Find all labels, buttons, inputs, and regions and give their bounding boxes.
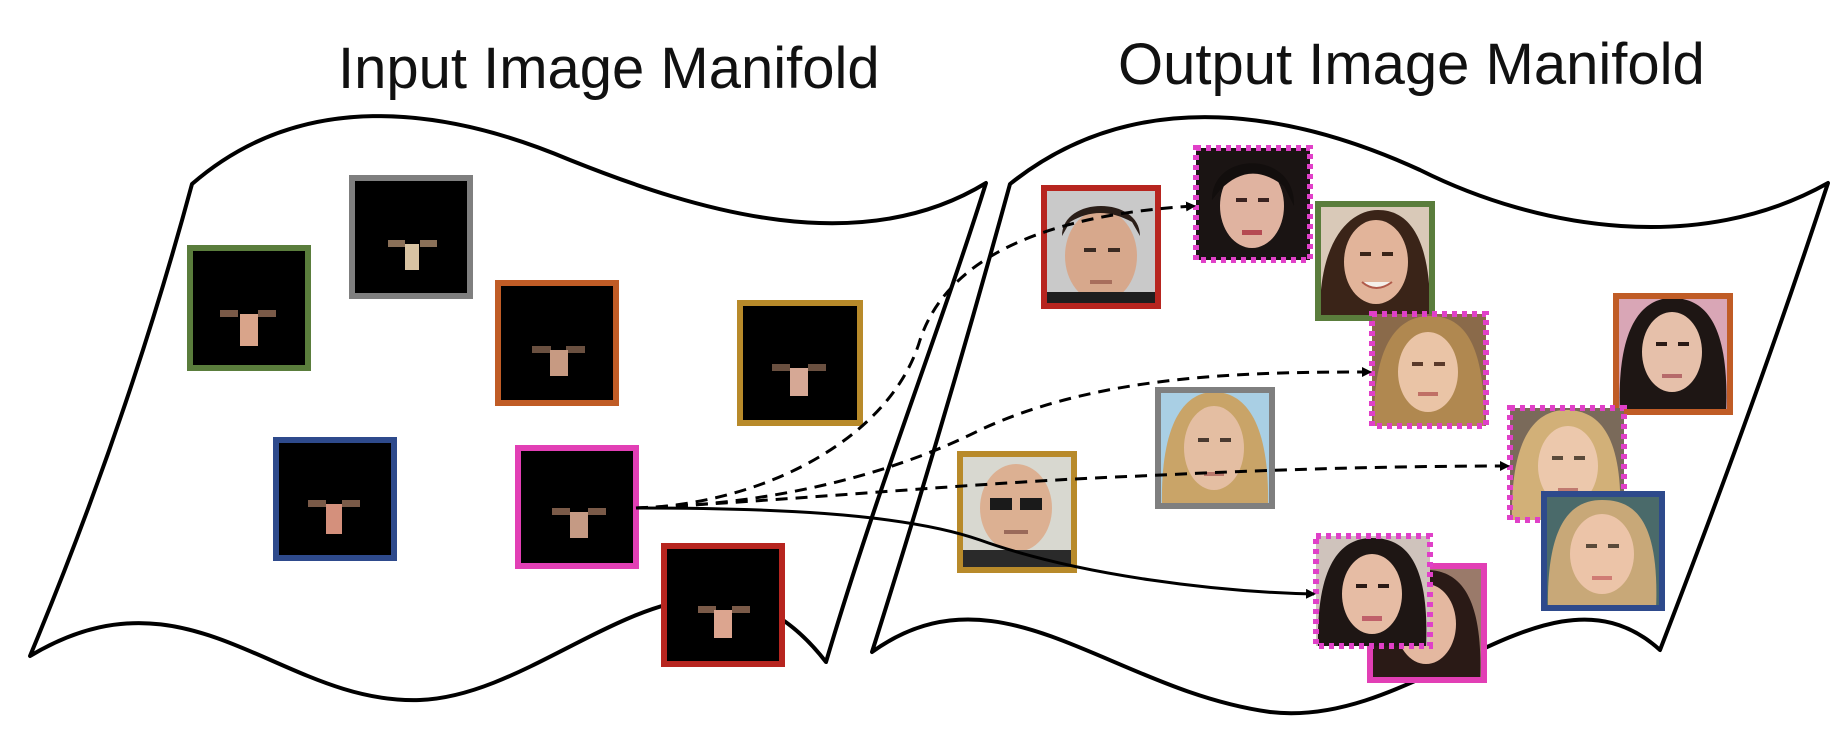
output-face-red	[1041, 185, 1161, 309]
input-patch-gold	[737, 300, 863, 426]
input-patch-green	[187, 245, 311, 371]
input-patch-blue	[273, 437, 397, 561]
input-patch-gray	[349, 175, 473, 299]
input-patch-pink	[515, 445, 639, 569]
output-face-gold	[957, 451, 1077, 573]
output-face-generated-4	[1313, 533, 1433, 649]
output-face-generated-1	[1193, 145, 1313, 263]
input-manifold-sheet	[28, 114, 988, 703]
output-face-gray	[1155, 387, 1275, 509]
solid-arrow-to-generated-4	[635, 506, 1316, 599]
output-face-blue	[1541, 491, 1665, 611]
input-patch-orange	[495, 280, 619, 406]
output-face-generated-2	[1369, 311, 1489, 429]
output-face-green	[1315, 201, 1435, 321]
input-patch-red	[661, 543, 785, 667]
dashed-arrow-to-generated-1	[635, 201, 1196, 510]
dashed-arrow-to-generated-2	[635, 367, 1372, 510]
output-manifold-sheet	[870, 115, 1830, 716]
output-face-orange	[1613, 293, 1733, 415]
output-manifold-title: Output Image Manifold	[1118, 32, 1705, 97]
dashed-arrow-to-generated-3	[635, 461, 1510, 510]
input-manifold-title: Input Image Manifold	[338, 36, 880, 101]
